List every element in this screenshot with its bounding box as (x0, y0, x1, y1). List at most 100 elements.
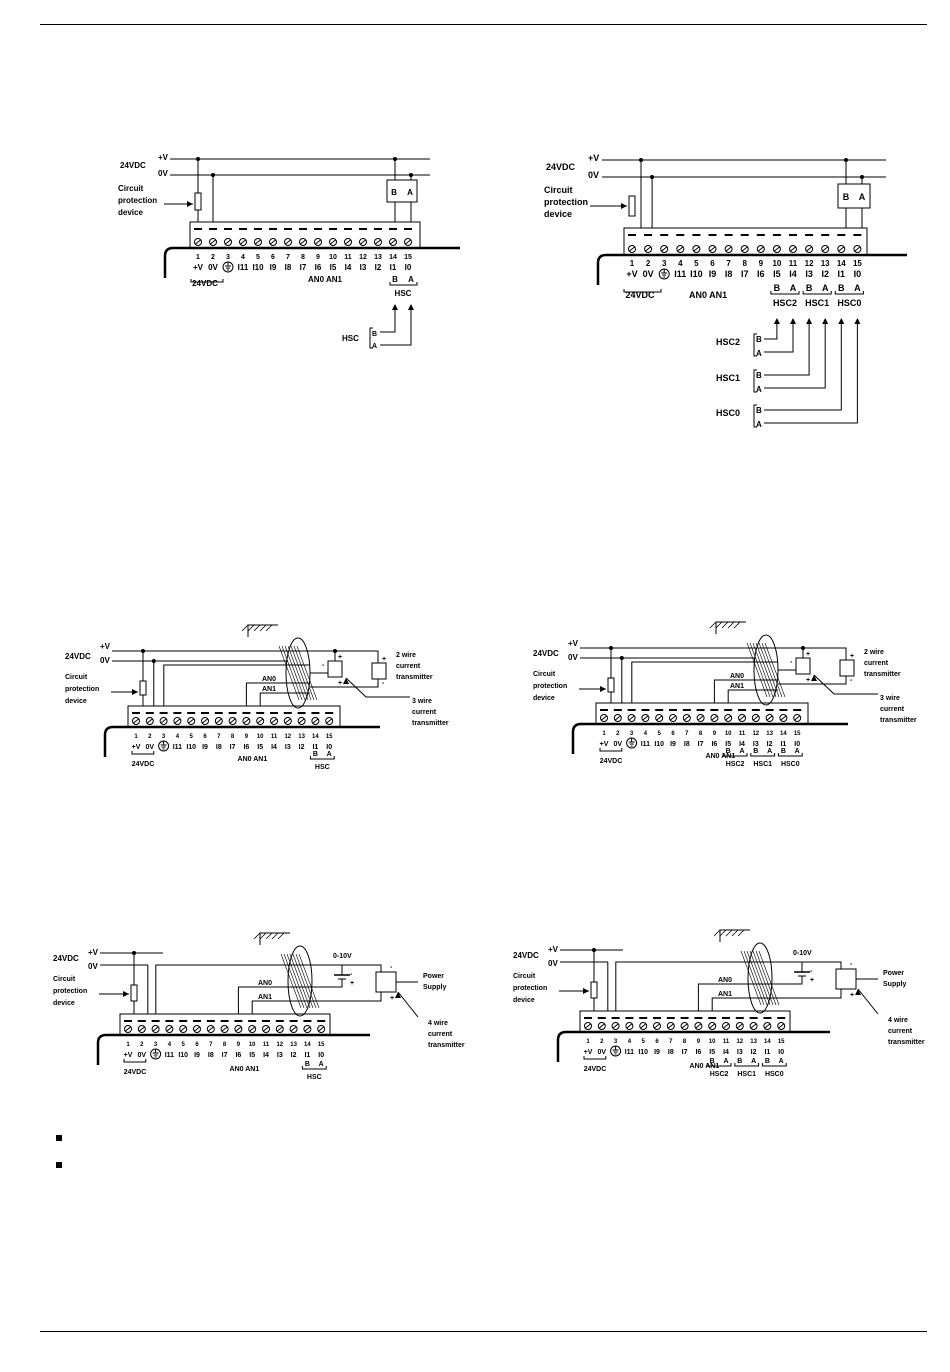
terminal-number: 15 (794, 731, 801, 737)
terminal-number: 6 (203, 734, 207, 740)
terminal-screw-slot (229, 718, 236, 724)
terminal-number: 2 (616, 731, 620, 737)
terminal-number: 10 (725, 731, 732, 737)
terminal-label: I7 (682, 1049, 688, 1056)
terminal-screw-slot (750, 1023, 757, 1029)
an-labels: AN0 AN1 (689, 290, 727, 300)
shielded-cable (747, 942, 773, 1014)
cable-shield-hatch (278, 645, 300, 701)
pointer-arrow (132, 689, 138, 695)
earth-hatch (721, 621, 729, 629)
terminal-label: +V (132, 744, 141, 751)
cable-shield-hatch (280, 953, 302, 1009)
bracket-supply-label: 24VDC (192, 279, 218, 288)
terminal-number: 13 (821, 259, 830, 268)
terminal-number: 10 (709, 1039, 716, 1045)
two-wire-label: transmitter (864, 671, 901, 678)
plus-v-label: +V (100, 642, 111, 651)
terminal-screw-slot (188, 718, 195, 724)
ps-bottom (772, 989, 842, 999)
terminal-screw-slot (723, 1023, 729, 1029)
terminal-screw-slot (215, 718, 222, 724)
hsc-b: B (305, 1061, 310, 1068)
earth-hatch (737, 929, 745, 937)
terminal-screw-slot (612, 1023, 619, 1029)
three-wire-pointer (345, 677, 410, 698)
ext-hsc-a: A (372, 343, 377, 350)
battery-plus: + (810, 977, 814, 984)
terminal-label: I10 (690, 269, 703, 279)
terminal-screw-slot (202, 718, 208, 724)
hsc-b: B (313, 751, 318, 758)
zero-v-label: 0V (88, 962, 98, 971)
hsc-bracket (389, 282, 418, 286)
terminal-screw-slot (166, 1026, 173, 1032)
terminal-screw-slot (695, 1023, 702, 1029)
an-labels: AN0 AN1 (706, 753, 736, 760)
terminal-label: 0V (598, 1049, 607, 1056)
terminal-label: 0V (208, 263, 218, 272)
three-wire-plus-out: + (338, 680, 342, 687)
terminal-number: 14 (312, 734, 319, 740)
terminal-number: 3 (162, 734, 166, 740)
hsc-group-label: HSC1 (805, 298, 829, 308)
terminal-label: I1 (780, 741, 786, 748)
three-wire-label: transmitter (412, 720, 449, 727)
terminal-screw-slot (629, 246, 635, 252)
ext-wire-a (764, 320, 826, 389)
four-wire-arrow (855, 989, 861, 995)
hsc-a: A (822, 283, 829, 293)
an1-label: AN1 (262, 686, 276, 693)
two-wire-plus: + (382, 656, 386, 663)
terminal-number: 12 (284, 734, 291, 740)
fuse (194, 192, 202, 211)
battery-minus: - (350, 971, 353, 978)
terminal-label: I11 (625, 1049, 634, 1056)
signal-wire (615, 961, 772, 1011)
earth-hatch (277, 932, 285, 940)
fuse (628, 195, 636, 217)
earth-hatch (265, 624, 273, 632)
terminal-number: 14 (304, 1042, 311, 1048)
cable-shield-hatch (296, 645, 318, 701)
terminal-screw-slot (255, 239, 261, 245)
arrow-head (392, 304, 398, 310)
terminal-number: 10 (772, 259, 781, 268)
terminal-screw-slot (693, 246, 700, 252)
hsc-a: A (739, 748, 744, 755)
terminal-label: I3 (753, 741, 759, 748)
terminal-number: 8 (301, 254, 305, 261)
terminal-label: +V (584, 1049, 593, 1056)
hsc-a: A (723, 1058, 728, 1065)
an-labels: AN0 AN1 (238, 756, 268, 763)
pointer-arrow (187, 201, 193, 207)
shielded-cable (287, 945, 313, 1017)
hsc-b: B (806, 283, 813, 293)
terminal-screw-slot (276, 1026, 283, 1032)
two-wire-bottom (310, 679, 379, 688)
base-line (596, 253, 907, 285)
voltage-range-label: 0-10V (793, 950, 812, 957)
supply-label: 24VDC (120, 161, 146, 170)
terminal-screw-slot (298, 718, 305, 724)
battery-wire (772, 976, 803, 985)
terminal-screw-slot (614, 715, 621, 721)
terminal-number: 6 (710, 259, 715, 268)
cable-shield-hatch (755, 642, 777, 698)
earth-hatch (259, 932, 267, 940)
zero-v-label: 0V (548, 959, 558, 968)
terminal-label: I10 (186, 744, 196, 751)
hsc-a: A (408, 275, 414, 284)
hsc-b: B (774, 283, 781, 293)
plus-v-label: +V (158, 153, 169, 162)
circuit-protection-label: protection (544, 197, 588, 207)
terminal-label: I6 (711, 741, 717, 748)
terminal-screw-slot (670, 715, 676, 721)
hsc-bracket (834, 291, 864, 295)
terminal-number: 4 (644, 731, 648, 737)
supply-bracket (599, 748, 623, 752)
terminal-label: +V (124, 1052, 133, 1059)
arrow-head (822, 318, 829, 324)
terminal-label: I3 (360, 263, 367, 272)
